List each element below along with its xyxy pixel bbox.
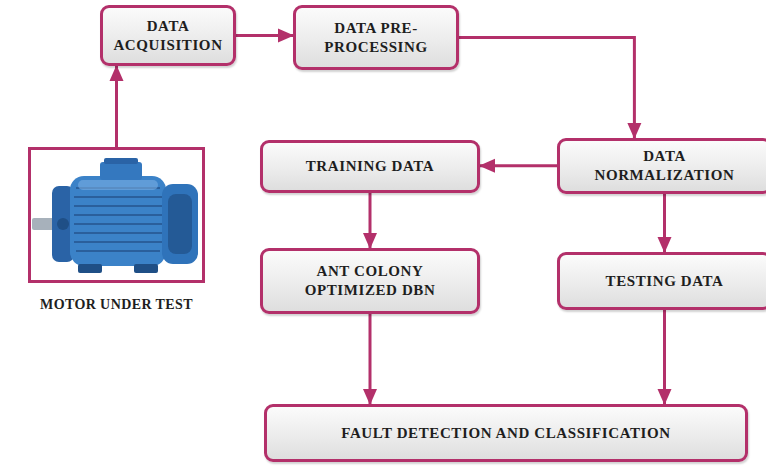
motor-foot xyxy=(78,264,102,273)
motor-foot xyxy=(134,264,158,273)
box-label: TESTING DATA xyxy=(606,272,724,291)
flow-arrow xyxy=(236,34,293,37)
bearing-cap xyxy=(57,218,69,230)
motor-body xyxy=(70,176,166,266)
caption-label: MOTOR UNDER TEST xyxy=(1,296,232,314)
box-label: DATA ACQUISITION xyxy=(113,17,223,55)
process-box: TESTING DATA xyxy=(557,252,766,310)
motor-frame: MOTOR UNDER TEST xyxy=(28,147,205,283)
box-label: DATA PRE- PROCESSING xyxy=(316,19,436,57)
process-box: DATA ACQUISITION xyxy=(100,5,236,66)
process-box: DATA NORMALIZATION xyxy=(557,138,766,194)
process-box: DATA PRE- PROCESSING xyxy=(293,5,459,70)
flow-arrow xyxy=(480,164,557,167)
box-label: TRAINING DATA xyxy=(306,157,435,176)
process-box: TRAINING DATA xyxy=(260,140,480,193)
box-label: DATA NORMALIZATION xyxy=(590,147,740,185)
process-box: ANT COLONY OPTIMIZED DBN xyxy=(260,248,480,314)
box-label: ANT COLONY OPTIMIZED DBN xyxy=(290,262,450,300)
flow-arrow xyxy=(115,66,118,147)
flow-arrow xyxy=(369,193,372,248)
flow-arrow xyxy=(369,314,372,404)
box-label: FAULT DETECTION AND CLASSIFICATION xyxy=(341,424,671,443)
flow-arrow xyxy=(663,194,666,253)
flow-arrow xyxy=(663,310,666,404)
process-box: FAULT DETECTION AND CLASSIFICATION xyxy=(264,404,748,462)
terminal-box xyxy=(100,162,142,180)
fan-grille xyxy=(168,194,192,254)
fan-cover xyxy=(162,184,198,264)
motor-illustration xyxy=(30,150,202,280)
flow-arrow xyxy=(459,38,634,139)
terminal-lid xyxy=(104,158,138,164)
motor-highlight xyxy=(78,180,158,190)
cooling-fins xyxy=(74,188,162,251)
